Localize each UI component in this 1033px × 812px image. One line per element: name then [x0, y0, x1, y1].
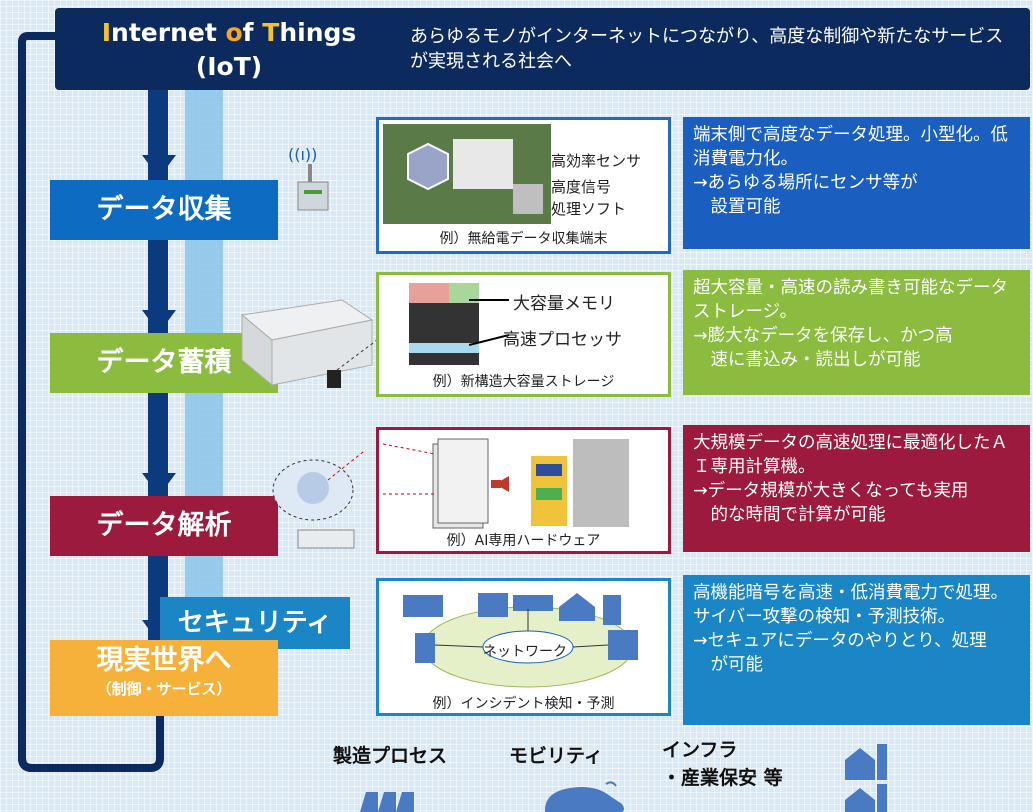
field-infra-1: インフラ: [662, 739, 738, 761]
field-manufacturing: 製造プロセス: [333, 745, 448, 767]
network-label: ネットワーク: [483, 644, 567, 660]
stage-data-collection: データ収集: [50, 180, 278, 240]
example-analyze-caption: 例）AI専用ハードウェア: [446, 533, 601, 549]
ai-cloud-icon: [272, 450, 367, 549]
factory-icon: [360, 792, 414, 812]
example-store-label-2: 高速プロセッサ: [503, 330, 622, 350]
example-collection-terminal: 高効率センサ 高度信号 処理ソフト 例）無給電データ収集端末: [376, 117, 671, 254]
example-collect-label-2: 高度信号: [551, 178, 612, 196]
example-storage: 大容量メモリ 高速プロセッサ 例）新構造大容量ストレージ: [376, 272, 671, 397]
svg-text:((ı)): ((ı)): [288, 145, 317, 164]
iot-header: Internet of Things (IoT) あらゆるモノがインターネットに…: [55, 8, 1030, 90]
example-store-caption: 例）新構造大容量ストレージ: [432, 374, 615, 390]
ai-hardware-image: [383, 438, 629, 529]
field-infra-2: ・産業保安 等: [662, 767, 783, 789]
example-collect-label-1: 高効率センサ: [551, 152, 642, 170]
infrastructure-icon: [845, 744, 887, 812]
car-icon: [545, 781, 624, 812]
stage-data-analysis: データ解析: [50, 496, 278, 556]
example-store-label-1: 大容量メモリ: [513, 294, 615, 314]
circuit-board-image: [383, 124, 551, 224]
example-security-caption: 例）インシデント検知・予測: [432, 696, 615, 712]
example-collect-caption: 例）無給電データ収集端末: [439, 231, 608, 247]
iot-title-sub: (IoT): [195, 52, 263, 81]
feedback-loop-bottom: [18, 60, 164, 772]
iot-description: あらゆるモノがインターネットにつながり、高度な制御や新たなサービスが実現される社…: [410, 26, 1004, 72]
storage-device-icon: [240, 299, 378, 388]
network-diagram-image: [403, 593, 638, 688]
description-analysis: 大規模データの高速処理に最適化したＡＩ専用計算機。 →データ規模が大きくなっても…: [683, 425, 1030, 552]
iot-title: Internet of Things (IoT): [55, 8, 403, 90]
wireless-terminal-icon: ((ı)): [288, 145, 329, 211]
description-security: 高機能暗号を高速・低消費電力で処理。サイバー攻撃の検知・予測技術。 →セキュアに…: [683, 575, 1030, 725]
stage-data-storage: データ蓄積: [50, 333, 278, 393]
description-collection: 端末側で高度なデータ処理。小型化。低消費電力化。 →あらゆる場所にセンサ等が 設…: [683, 117, 1030, 249]
description-storage: 超大容量・高速の読み書き可能なデータストレージ。 →膨大なデータを保存し、かつ高…: [683, 270, 1030, 395]
field-mobility: モビリティ: [509, 745, 603, 767]
stage-real-world: 現実世界へ （制御・サービス）: [50, 640, 278, 716]
example-collect-label-3: 処理ソフト: [551, 200, 627, 218]
storage-leader-lines: [469, 299, 510, 346]
stage-real-world-sub: （制御・サービス）: [96, 680, 232, 698]
example-ai-hardware: 例）AI専用ハードウェア: [376, 427, 671, 554]
example-security: ネットワーク 例）インシデント検知・予測: [376, 578, 671, 716]
storage-stack-image: [409, 283, 479, 365]
